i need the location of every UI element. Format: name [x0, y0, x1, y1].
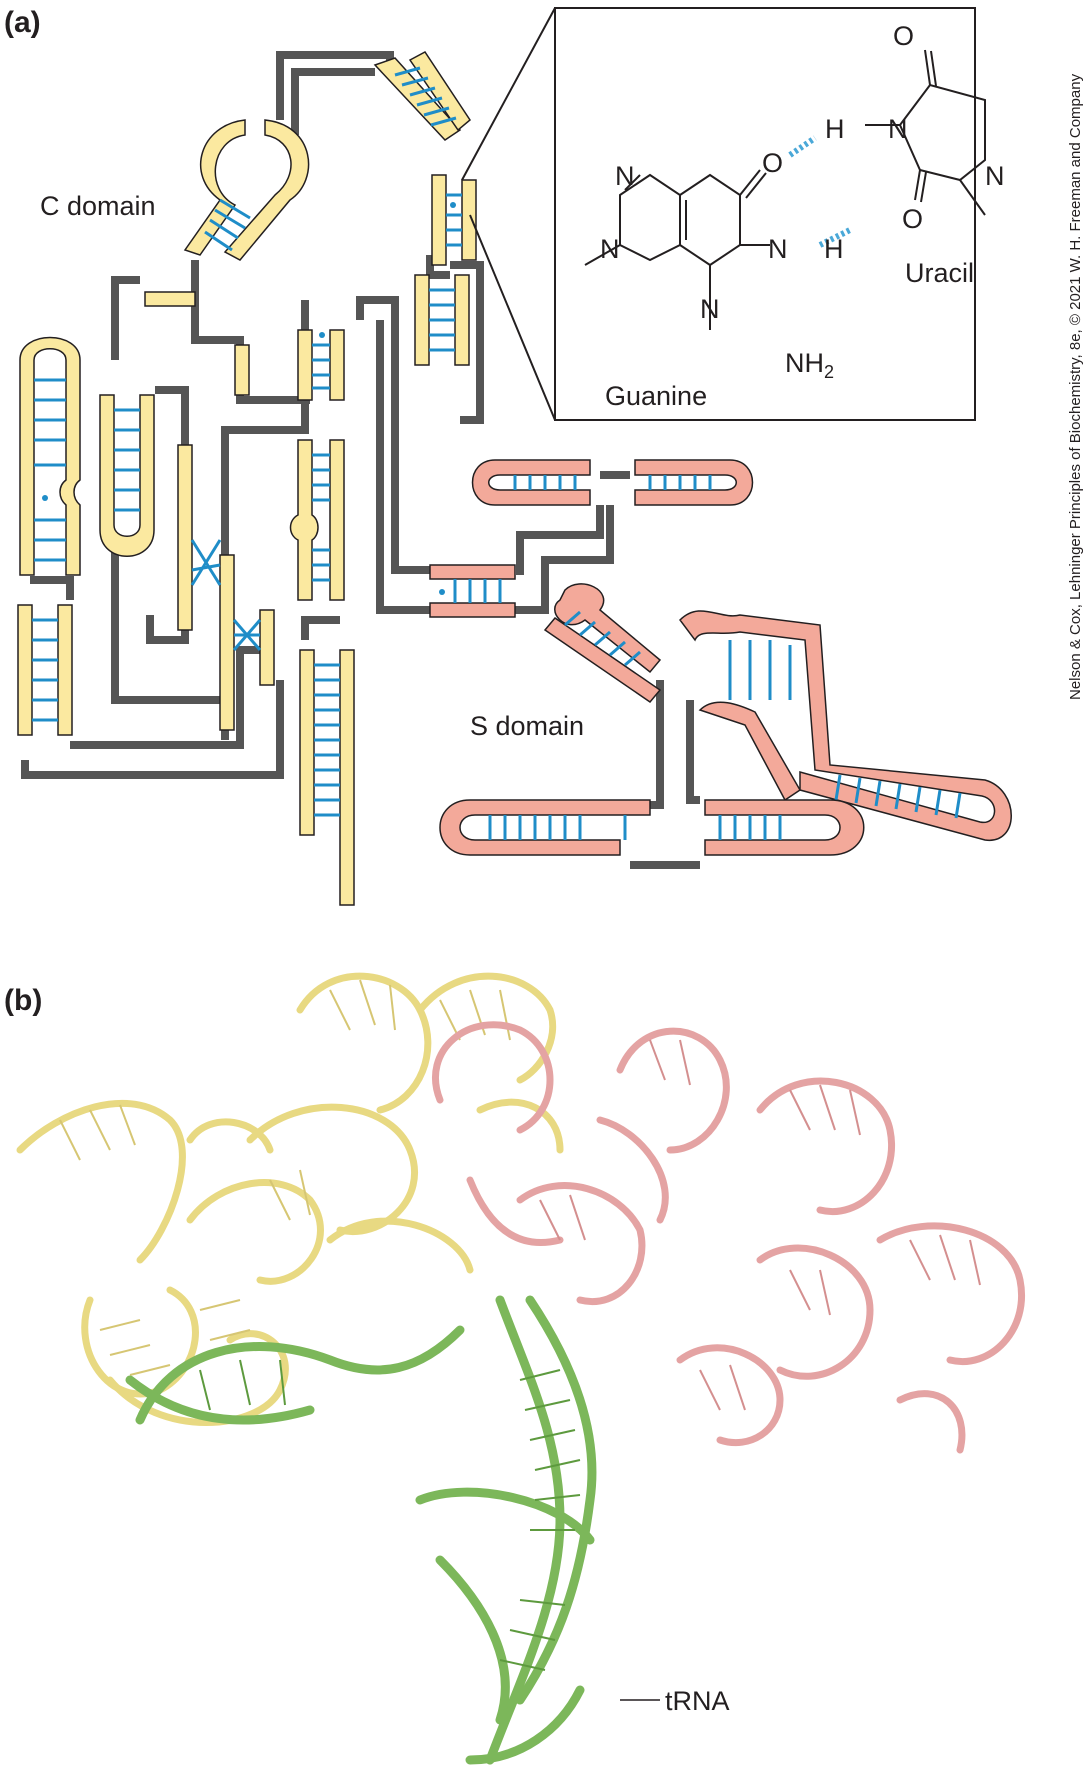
c-domain-hairpin-top-left [183, 119, 246, 256]
s-domain-label: S domain [470, 711, 584, 741]
atom-n-ring-bottom: N [700, 294, 720, 324]
s-domain-base-rungs [539, 1039, 981, 1411]
c-domain-label: C domain [40, 191, 156, 221]
s-domain-ribbon [432, 1021, 1025, 1454]
atom-o-top: O [893, 21, 914, 51]
atom-o-guanine: O [762, 148, 783, 178]
panel-a-label: (a) [4, 6, 41, 39]
atom-n-imid-top: N [615, 161, 635, 191]
atom-h-mid: H [824, 234, 844, 264]
trna-label: tRNA [665, 1686, 730, 1716]
uracil-label: Uracil [905, 258, 974, 288]
atom-h-top: H [825, 114, 845, 144]
base-pair-inset: N N O N H N NH2 H N O O N Guanine Uracil [554, 7, 1005, 421]
ribbon-3d-structure [16, 972, 1025, 1765]
c-domain-structure [17, 51, 477, 906]
uracil-structure [865, 49, 986, 216]
s-domain-structure [429, 459, 1012, 856]
c-domain-ribbon [16, 972, 564, 1426]
atom-nh2: NH2 [785, 348, 834, 382]
trna-base-rungs [199, 1359, 581, 1671]
atom-n-top: N [888, 114, 908, 144]
guanine-structure [584, 169, 770, 330]
inset-zoom-line-bottom [469, 214, 556, 421]
c-domain-base-rungs [59, 979, 511, 1376]
hydrogen-bond-top [788, 135, 817, 158]
panel-b-label: (b) [4, 984, 42, 1017]
atom-n-right: N [768, 234, 788, 264]
atom-n-imid-left: N [600, 234, 620, 264]
credit-line: Nelson & Cox, Lehninger Principles of Bi… [1067, 73, 1084, 700]
inset-zoom-line-top [461, 7, 556, 181]
guanine-label: Guanine [605, 381, 707, 411]
trna-ribbon [125, 1295, 597, 1765]
atom-n-uracil-right: N [985, 161, 1005, 191]
backbone-connectors [21, 51, 700, 869]
atom-o-uracil: O [902, 204, 923, 234]
